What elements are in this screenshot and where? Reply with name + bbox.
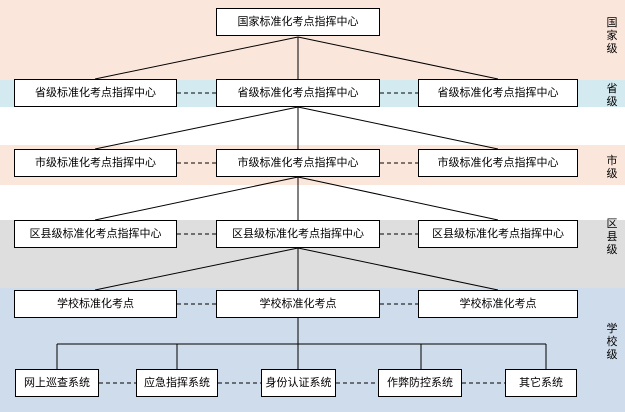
edge <box>94 247 299 291</box>
band-gap <box>0 185 625 220</box>
system-node: 应急指挥系统 <box>136 369 218 397</box>
level-label-province: 省级 <box>606 82 618 108</box>
national-center-node: 国家标准化考点指挥中心 <box>216 8 380 36</box>
province-center-node: 省级标准化考点指挥中心 <box>418 79 578 107</box>
county-center-node: 区县级标准化考点指挥中心 <box>418 220 578 248</box>
system-node: 作弊防控系统 <box>378 369 462 397</box>
level-label-city: 市级 <box>606 154 618 180</box>
system-node: 身份认证系统 <box>261 369 336 397</box>
level-label-school: 学校级 <box>606 322 618 361</box>
school-node: 学校标准化考点 <box>418 290 578 318</box>
system-node: 网上巡查系统 <box>15 369 99 397</box>
band-gap <box>0 107 625 145</box>
county-center-node: 区县级标准化考点指挥中心 <box>216 220 380 248</box>
system-node: 其它系统 <box>505 369 577 397</box>
province-center-node: 省级标准化考点指挥中心 <box>14 79 177 107</box>
edge <box>94 176 299 221</box>
city-center-node: 市级标准化考点指挥中心 <box>216 149 380 177</box>
city-center-node: 市级标准化考点指挥中心 <box>418 149 578 177</box>
level-label-county: 区县级 <box>606 217 618 256</box>
city-center-node: 市级标准化考点指挥中心 <box>14 149 177 177</box>
edge <box>297 247 499 291</box>
level-label-national: 国家级 <box>606 16 618 55</box>
province-center-node: 省级标准化考点指挥中心 <box>216 79 380 107</box>
school-node: 学校标准化考点 <box>216 290 380 318</box>
edge <box>297 106 499 150</box>
school-node: 学校标准化考点 <box>14 290 177 318</box>
edge <box>94 36 299 80</box>
county-center-node: 区县级标准化考点指挥中心 <box>14 220 177 248</box>
edge <box>297 36 499 80</box>
edge <box>94 106 299 150</box>
edge <box>297 176 499 221</box>
